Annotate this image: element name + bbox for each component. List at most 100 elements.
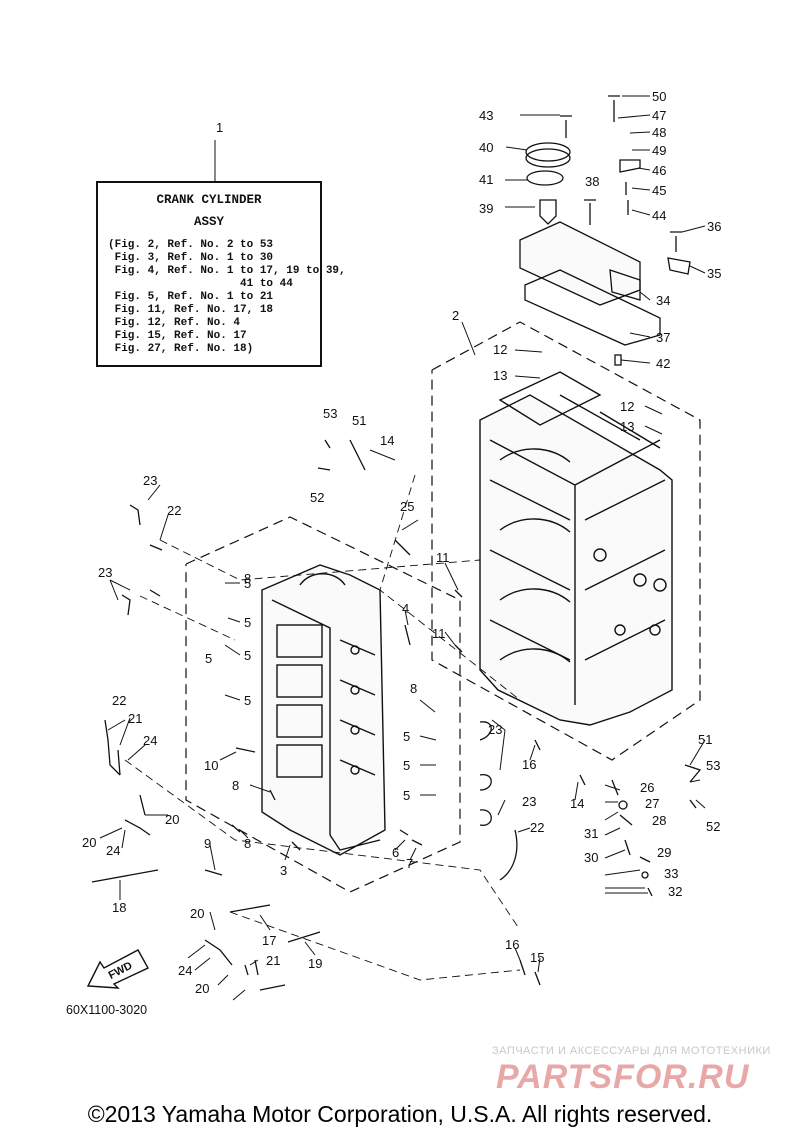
box-line: 41 to 44 (108, 278, 293, 290)
box-line: Fig. 27, Ref. No. 18) (108, 343, 254, 355)
callout-24c: 24 (178, 963, 192, 978)
callout-8c: 8 (232, 778, 239, 793)
callout-39: 39 (479, 201, 493, 216)
callout-16a: 16 (522, 757, 536, 772)
callout-22c: 22 (530, 820, 544, 835)
callout-12b: 12 (620, 399, 634, 414)
callout-11b: 11 (432, 626, 446, 641)
hoses-and-fittings (91, 439, 702, 991)
leader-lines (99, 95, 706, 1001)
callout-5b: 5 (244, 615, 251, 630)
callout-5e: 5 (244, 693, 251, 708)
callout-4: 4 (402, 601, 409, 616)
box-line: Fig. 11, Ref. No. 17, 18 (108, 304, 274, 316)
callout-38: 38 (585, 174, 599, 189)
callout-5a: 5 (244, 576, 251, 591)
callout-5f: 5 (403, 729, 410, 744)
top-cover-assembly (519, 95, 691, 366)
callout-52a: 52 (310, 490, 324, 505)
callout-14b: 14 (570, 796, 584, 811)
callout-20c: 20 (190, 906, 204, 921)
callout-7: 7 (406, 856, 413, 871)
box-title-line1: CRANK CYLINDER (156, 193, 262, 207)
callout-51b: 51 (698, 732, 712, 747)
callout-16b: 16 (505, 937, 519, 952)
callout-5d: 5 (205, 651, 212, 666)
copyright-notice: ©2013 Yamaha Motor Corporation, U.S.A. A… (87, 1101, 713, 1127)
callout-29: 29 (657, 845, 671, 860)
callout-24b: 24 (106, 843, 120, 858)
callout-28: 28 (652, 813, 666, 828)
callout-5c: 5 (244, 648, 251, 663)
callout-53b: 53 (706, 758, 720, 773)
callout-45: 45 (652, 183, 666, 198)
watermark-tagline: ЗАПЧАСТИ И АКСЕССУАРЫ ДЛЯ МОТОТЕХНИКИ (492, 1045, 771, 1057)
info-box: CRANK CYLINDER ASSY (Fig. 2, Ref. No. 2 … (96, 181, 346, 367)
callout-19: 19 (308, 956, 322, 971)
callout-26: 26 (640, 780, 654, 795)
watermark-logo: PARTSFOR.RU (496, 1058, 750, 1096)
callout-23a: 23 (143, 473, 157, 488)
box-line: Fig. 12, Ref. No. 4 (108, 317, 241, 329)
parts-diagram: 1 2 3 4 5 5 5 5 5 5 5 5 6 7 8 8 8 8 9 10… (82, 89, 721, 1001)
callout-14a: 14 (380, 433, 394, 448)
callout-41: 41 (479, 172, 493, 187)
callout-20b: 20 (82, 835, 96, 850)
box-line: Fig. 3, Ref. No. 1 to 30 (108, 252, 274, 264)
callout-37: 37 (656, 330, 670, 345)
callout-22a: 22 (167, 503, 181, 518)
box-line: (Fig. 2, Ref. No. 2 to 53 (108, 239, 274, 251)
callout-15: 15 (530, 950, 544, 965)
callout-13a: 13 (493, 368, 507, 383)
callout-20d: 20 (195, 981, 209, 996)
callout-1: 1 (216, 120, 223, 135)
callout-27: 27 (645, 796, 659, 811)
fwd-arrow-icon: FWD (86, 948, 150, 995)
callout-31: 31 (584, 826, 598, 841)
callout-32: 32 (668, 884, 682, 899)
callout-12a: 12 (493, 342, 507, 357)
cylinder-block (479, 371, 673, 726)
callout-34: 34 (656, 293, 670, 308)
callout-5h: 5 (403, 788, 410, 803)
callout-23c: 23 (488, 722, 502, 737)
callout-50: 50 (652, 89, 666, 104)
callout-10: 10 (204, 758, 218, 773)
callout-8d: 8 (244, 836, 251, 851)
callout-42: 42 (656, 356, 670, 371)
callout-3: 3 (280, 863, 287, 878)
callout-5g: 5 (403, 758, 410, 773)
callout-36: 36 (707, 219, 721, 234)
box-line: Fig. 15, Ref. No. 17 (108, 330, 247, 342)
callout-17: 17 (262, 933, 276, 948)
callout-40: 40 (479, 140, 493, 155)
callout-11a: 11 (436, 550, 450, 565)
drawing-code: 60X1100-3020 (66, 1003, 148, 1017)
callout-9: 9 (204, 836, 211, 851)
callout-6: 6 (392, 845, 399, 860)
callout-21a: 21 (128, 711, 142, 726)
callout-47: 47 (652, 108, 666, 123)
callout-23d: 23 (522, 794, 536, 809)
callout-labels: 1 2 3 4 5 5 5 5 5 5 5 5 6 7 8 8 8 8 9 10… (82, 89, 721, 996)
callout-51a: 51 (352, 413, 366, 428)
callout-53a: 53 (323, 406, 337, 421)
callout-18: 18 (112, 900, 126, 915)
callout-8a: 8 (244, 571, 251, 586)
callout-2: 2 (452, 308, 459, 323)
callout-24a: 24 (143, 733, 157, 748)
crankcase (261, 564, 386, 856)
callout-8b: 8 (410, 681, 417, 696)
callout-30: 30 (584, 850, 598, 865)
callout-33: 33 (664, 866, 678, 881)
callout-43: 43 (479, 108, 493, 123)
callout-22b: 22 (112, 693, 126, 708)
callout-21b: 21 (266, 953, 280, 968)
callout-13b: 13 (620, 419, 634, 434)
callout-25: 25 (400, 499, 414, 514)
callout-35: 35 (707, 266, 721, 281)
crankcase-outline (185, 516, 461, 893)
callout-49: 49 (652, 143, 666, 158)
callout-20a: 20 (165, 812, 179, 827)
callout-46: 46 (652, 163, 666, 178)
